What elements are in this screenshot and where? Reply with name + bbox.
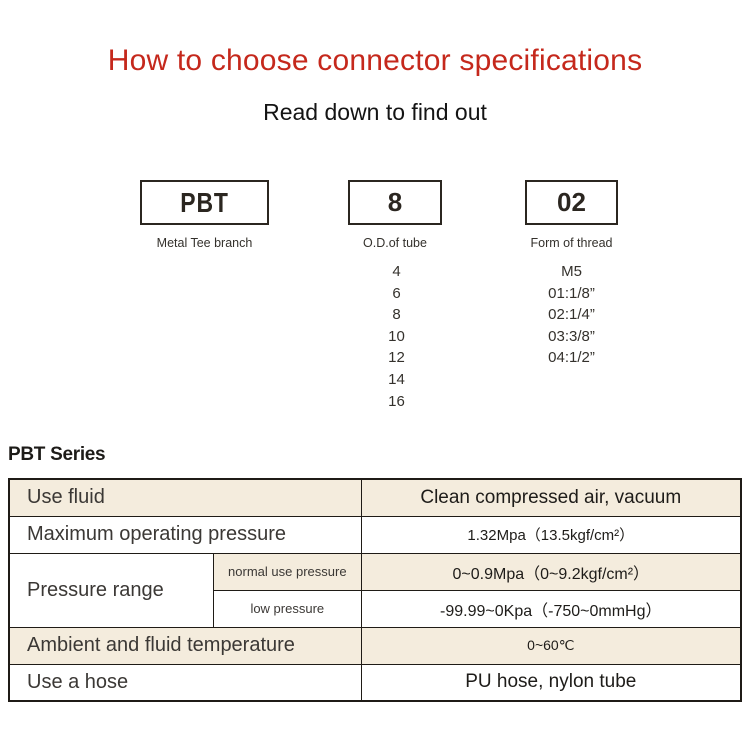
tube-option: 6 bbox=[392, 284, 401, 302]
tube-label: O.D.of tube bbox=[363, 236, 427, 250]
page-subtitle: Read down to find out bbox=[263, 99, 487, 125]
thread-code-box: 02 bbox=[525, 180, 618, 225]
thread-code: 02 bbox=[557, 187, 586, 217]
thread-option: 02:1/4” bbox=[548, 306, 595, 324]
table-row: low pressure -99.99~0Kpa（-750~0mmHg） bbox=[9, 589, 742, 628]
table-row: Use fluid Clean compressed air, vacuum bbox=[8, 478, 742, 517]
row-value: 1.32Mpa（13.5kgf/cm²） bbox=[360, 515, 742, 554]
thread-option-list: M5 01:1/8” 02:1/4” 03:3/8” 04:1/2” bbox=[505, 261, 638, 369]
tube-option-list: 4 6 8 10 12 14 16 bbox=[348, 261, 445, 412]
tube-option: 10 bbox=[388, 327, 405, 345]
table-row: Ambient and fluid temperature 0~60℃ bbox=[8, 626, 742, 665]
model-code: PBT bbox=[180, 186, 229, 218]
row-label: Use a hose bbox=[8, 663, 362, 702]
series-heading: PBT Series bbox=[8, 444, 106, 465]
table-row: Use a hose PU hose, nylon tube bbox=[8, 663, 742, 702]
thread-option: 03:3/8” bbox=[548, 327, 595, 345]
tube-code-box: 8 bbox=[348, 180, 442, 225]
model-code-box: PBT bbox=[140, 180, 269, 225]
sub-row-label: low pressure bbox=[213, 589, 362, 628]
tube-option: 4 bbox=[392, 263, 401, 280]
tube-option: 8 bbox=[392, 306, 401, 324]
thread-option: 01:1/8” bbox=[548, 284, 595, 302]
page-title: How to choose connector specifications bbox=[107, 44, 643, 77]
sub-row-value: 0~0.9Mpa（0~9.2kgf/cm²） bbox=[360, 552, 742, 591]
table-row: Maximum operating pressure 1.32Mpa（13.5k… bbox=[8, 515, 742, 554]
row-label: Use fluid bbox=[8, 478, 362, 517]
row-label: Ambient and fluid temperature bbox=[8, 626, 362, 665]
row-label: Maximum operating pressure bbox=[8, 515, 362, 554]
sub-row-label: normal use pressure bbox=[213, 552, 362, 591]
tube-code: 8 bbox=[387, 187, 403, 217]
tube-option: 16 bbox=[388, 392, 405, 410]
row-value: Clean compressed air, vacuum bbox=[360, 478, 742, 517]
spec-table: Use fluid Clean compressed air, vacuum M… bbox=[8, 478, 742, 702]
sub-row-value: -99.99~0Kpa（-750~0mmHg） bbox=[360, 589, 742, 628]
row-label: Pressure range bbox=[8, 552, 215, 628]
row-value: 0~60℃ bbox=[360, 626, 742, 665]
tube-option: 12 bbox=[388, 349, 405, 367]
row-value: PU hose, nylon tube bbox=[360, 663, 742, 702]
model-label: Metal Tee branch bbox=[156, 236, 253, 250]
thread-option: M5 bbox=[561, 263, 582, 280]
tube-option: 14 bbox=[388, 370, 405, 388]
table-row: Pressure range normal use pressure 0~0.9… bbox=[8, 552, 742, 628]
thread-option: 04:1/2” bbox=[548, 349, 595, 367]
thread-label: Form of thread bbox=[530, 236, 613, 250]
